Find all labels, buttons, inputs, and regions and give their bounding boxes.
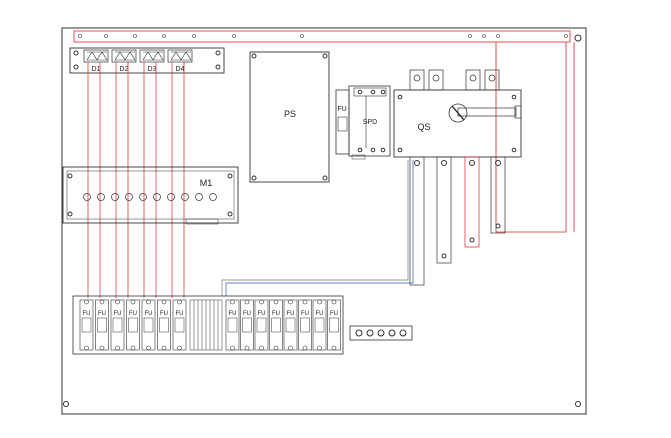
- back-plate: [61, 27, 587, 415]
- busbar: [464, 156, 480, 248]
- meter-terminal: [167, 193, 175, 201]
- fuse-holder: FU: [225, 299, 240, 351]
- fuse-label: FU: [83, 311, 91, 317]
- fuse-holder: FU: [327, 299, 341, 351]
- meter: M1: [62, 166, 239, 225]
- terminal-block: FU FU FU FU FU FU FU FU FU FU FU FU FU FU FU: [72, 295, 344, 355]
- top-wiring-duct: [73, 30, 571, 43]
- meter-terminal: [97, 193, 105, 201]
- mounting-hole: [63, 401, 69, 407]
- fuse-label: FU: [229, 311, 237, 317]
- right-wire-loop: [495, 42, 567, 233]
- fuse-label: FU: [160, 311, 168, 317]
- fuse-label: FU: [176, 311, 184, 317]
- fuse-holder: FU: [110, 299, 125, 351]
- mounting-hole: [575, 401, 581, 407]
- busbar: [436, 156, 452, 264]
- fuse-label: FU: [287, 311, 295, 317]
- fuse-label: FU: [330, 311, 338, 317]
- switch-label: QS: [417, 122, 430, 132]
- diode: D1: [83, 49, 109, 73]
- fuse-holder: FU: [79, 299, 94, 351]
- main-switch: QS: [393, 69, 522, 286]
- diode-label: D4: [176, 66, 185, 73]
- meter-terminal: [209, 193, 217, 201]
- diode-label: D1: [92, 66, 101, 73]
- mounting-hole: [574, 34, 582, 42]
- fuse-holder: FU: [312, 299, 327, 351]
- duct-screws: [78, 34, 568, 38]
- meter-terminal: [195, 193, 203, 201]
- fuse-label: FU: [272, 311, 280, 317]
- meter-terminal: [83, 193, 91, 201]
- diode: D3: [139, 49, 165, 73]
- power-supply: PS: [249, 51, 330, 183]
- diode: D2: [111, 49, 137, 73]
- fuse-holder: FU: [95, 299, 109, 351]
- meter-terminal: [181, 193, 189, 201]
- fuse-holder: FU: [283, 299, 298, 351]
- fuse-holder: FU: [157, 299, 171, 351]
- blue-wire: [225, 160, 414, 296]
- terminal-separators: [189, 299, 223, 351]
- diode-module: D1 D2 D3 D4: [69, 47, 225, 74]
- fuse-label: FU: [145, 311, 153, 317]
- switch-top-terminals: [409, 69, 500, 91]
- fuse-holder: FU: [172, 299, 187, 351]
- fuse-holder: FU: [298, 299, 312, 351]
- fuse-label: FU: [98, 311, 106, 317]
- fuse-label: FU: [243, 311, 251, 317]
- diode-label: D2: [120, 66, 129, 73]
- busbar: [409, 156, 425, 286]
- meter-terminal: [153, 193, 161, 201]
- diode: D4: [167, 49, 193, 73]
- fuse-label: FU: [129, 311, 137, 317]
- meter-terminal: [139, 193, 147, 201]
- fuse-label: FU: [316, 311, 324, 317]
- fuse-holder: FU: [269, 299, 283, 351]
- spd-label: SPD: [363, 119, 377, 126]
- switch-handle-icon: [448, 103, 468, 123]
- fuse-label: FU: [301, 311, 309, 317]
- ground-bar: [349, 325, 413, 341]
- fuse-holder: FU: [240, 299, 254, 351]
- diode-label: D3: [148, 66, 157, 73]
- meter-terminal: [125, 193, 133, 201]
- fuse-label: FU: [114, 311, 122, 317]
- spd-fuse-label: FU: [337, 106, 346, 113]
- power-supply-label: PS: [284, 109, 296, 119]
- fuse-holder: FU: [141, 299, 156, 351]
- diode-wires: [87, 62, 185, 298]
- busbar: [490, 156, 506, 234]
- fuse-holder: FU: [126, 299, 140, 351]
- meter-label: M1: [200, 178, 213, 188]
- surge-protection-device: FU SPD: [335, 85, 391, 160]
- fuse-label: FU: [258, 311, 266, 317]
- gray-wire: [221, 160, 409, 296]
- meter-terminal: [111, 193, 119, 201]
- fuse-holder: FU: [254, 299, 269, 351]
